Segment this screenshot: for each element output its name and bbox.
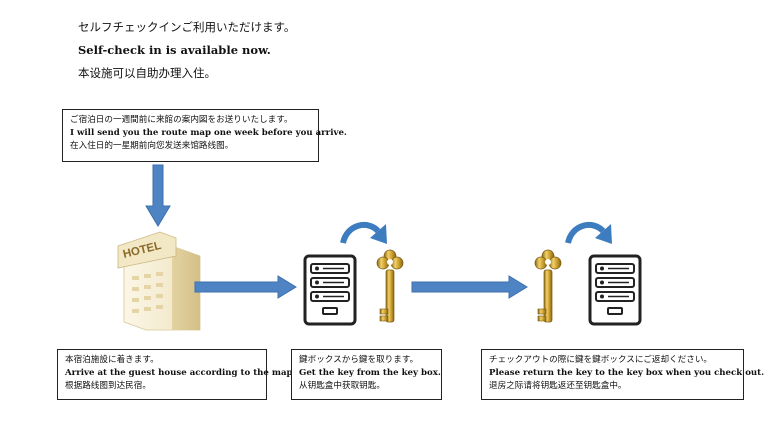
- route-map-ja: ご宿泊日の一週間前に来館の案内図をお送りいたします。: [70, 115, 293, 125]
- return-key-ja: チェックアウトの際に鍵を鍵ボックスにご返却ください。: [489, 355, 713, 365]
- intro-text: セルフチェックインご利用いただけます。 Self-check in is ava…: [78, 20, 295, 89]
- gold-key-icon: [376, 249, 404, 323]
- get-key-en: Get the key from the key box.: [299, 368, 441, 378]
- arrive-zh: 根据路线图到达民宿。: [65, 381, 151, 391]
- down-arrow-icon: [145, 164, 171, 227]
- return-key-step-note: チェックアウトの際に鍵を鍵ボックスにご返却ください。 Please return…: [481, 349, 765, 400]
- key-box-icon: [303, 254, 357, 326]
- return-key-zh: 退房之际请将钥匙返还至钥匙盒中。: [489, 381, 627, 391]
- return-key-en: Please return the key to the key box whe…: [489, 368, 765, 378]
- arrive-step-note: 本宿泊施設に着きます。 Arrive at the guest house ac…: [57, 349, 296, 400]
- gold-key-icon: [534, 249, 562, 323]
- curved-arrow-icon: [565, 221, 612, 244]
- get-key-zh: 从钥匙盒中获取钥匙。: [299, 381, 385, 391]
- get-key-step-note: 鍵ボックスから鍵を取ります。 Get the key from the key …: [291, 349, 442, 400]
- curved-arrow-icon: [340, 221, 387, 244]
- arrive-ja: 本宿泊施設に着きます。: [65, 355, 159, 365]
- intro-line-ja: セルフチェックインご利用いただけます。: [78, 20, 296, 34]
- right-arrow-icon: [411, 275, 528, 299]
- intro-line-zh: 本设施可以自助办理入住。: [78, 66, 216, 80]
- arrive-en: Arrive at the guest house according to t…: [65, 368, 296, 378]
- intro-line-en: Self-check in is available now.: [78, 43, 271, 57]
- right-arrow-icon: [194, 275, 297, 299]
- key-box-icon: [588, 254, 642, 326]
- route-map-note: ご宿泊日の一週間前に来館の案内図をお送りいたします。 I will send y…: [62, 109, 347, 162]
- get-key-ja: 鍵ボックスから鍵を取ります。: [299, 355, 419, 365]
- route-map-zh: 在入住日的一星期前向您发送来馆路线图。: [70, 141, 234, 151]
- route-map-en: I will send you the route map one week b…: [70, 128, 347, 138]
- hotel-building-icon: HOTEL: [117, 231, 201, 331]
